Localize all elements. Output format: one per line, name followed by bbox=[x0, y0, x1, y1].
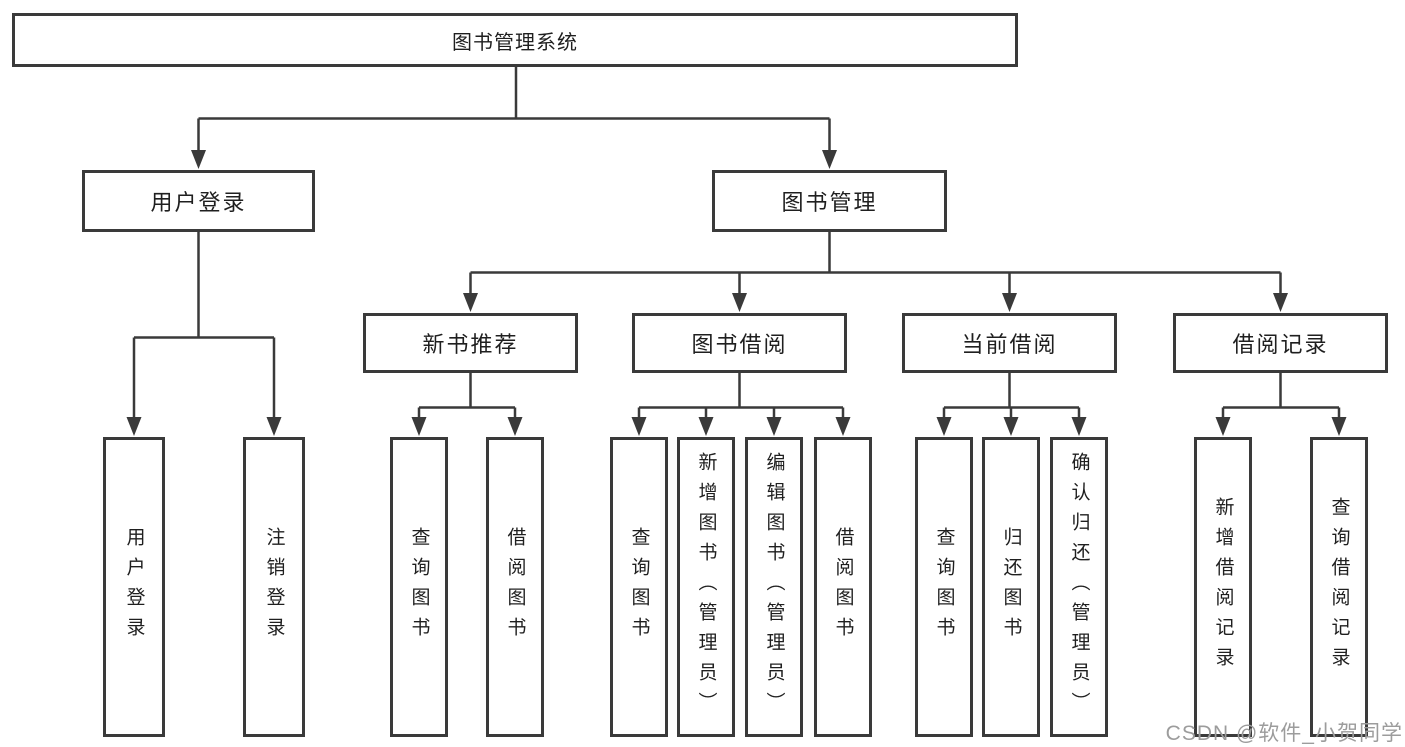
leaf-query-books-current: 查询图书 bbox=[915, 437, 973, 737]
node-label: 当前借阅 bbox=[961, 332, 1058, 357]
node-label: 图书管理 bbox=[781, 190, 878, 215]
node-borrowing-records: 借阅记录 bbox=[1173, 313, 1388, 373]
node-label: 图书管理系统 bbox=[452, 31, 578, 54]
leaf-edit-books-admin: 编辑图书（管理员） bbox=[745, 437, 803, 737]
node-user-login-branch: 用户登录 bbox=[82, 170, 315, 232]
node-label: 借阅图书 bbox=[832, 527, 854, 647]
node-label: 查询图书 bbox=[408, 527, 430, 647]
leaf-borrow-books: 借阅图书 bbox=[814, 437, 872, 737]
leaf-logout: 注销登录 bbox=[243, 437, 305, 737]
node-label: 借阅记录 bbox=[1232, 332, 1329, 357]
node-book-borrowing: 图书借阅 bbox=[632, 313, 847, 373]
node-label: 用户登录 bbox=[123, 527, 145, 647]
node-label: 新书推荐 bbox=[422, 332, 519, 357]
leaf-borrow-books-recommend: 借阅图书 bbox=[486, 437, 544, 737]
node-label: 查询借阅记录 bbox=[1328, 497, 1350, 677]
leaf-add-books-admin: 新增图书（管理员） bbox=[677, 437, 735, 737]
node-label: 查询图书 bbox=[628, 527, 650, 647]
node-label: 新增图书（管理员） bbox=[695, 452, 717, 722]
leaf-confirm-return-admin: 确认归还（管理员） bbox=[1050, 437, 1108, 737]
leaf-user-login: 用户登录 bbox=[103, 437, 165, 737]
node-library-management-system: 图书管理系统 bbox=[12, 13, 1018, 67]
node-label: 确认归还（管理员） bbox=[1068, 452, 1090, 722]
node-label: 用户登录 bbox=[150, 190, 247, 215]
arrowheads bbox=[126, 150, 1347, 436]
leaf-query-books-recommend: 查询图书 bbox=[390, 437, 448, 737]
node-label: 注销登录 bbox=[263, 527, 285, 647]
node-current-borrowing: 当前借阅 bbox=[902, 313, 1117, 373]
csdn-watermark: CSDN @软件_小贺同学 bbox=[1165, 722, 1403, 745]
leaf-query-borrow-record: 查询借阅记录 bbox=[1310, 437, 1368, 737]
node-new-book-recommendation: 新书推荐 bbox=[363, 313, 578, 373]
leaf-add-borrow-record: 新增借阅记录 bbox=[1194, 437, 1252, 737]
node-label: 编辑图书（管理员） bbox=[763, 452, 785, 722]
node-label: 图书借阅 bbox=[691, 332, 788, 357]
leaf-query-books-borrow: 查询图书 bbox=[610, 437, 668, 737]
leaf-return-books: 归还图书 bbox=[982, 437, 1040, 737]
node-label: 新增借阅记录 bbox=[1212, 497, 1234, 677]
node-label: 借阅图书 bbox=[504, 527, 526, 647]
node-book-management-branch: 图书管理 bbox=[712, 170, 947, 232]
node-label: 归还图书 bbox=[1000, 527, 1022, 647]
node-label: 查询图书 bbox=[933, 527, 955, 647]
